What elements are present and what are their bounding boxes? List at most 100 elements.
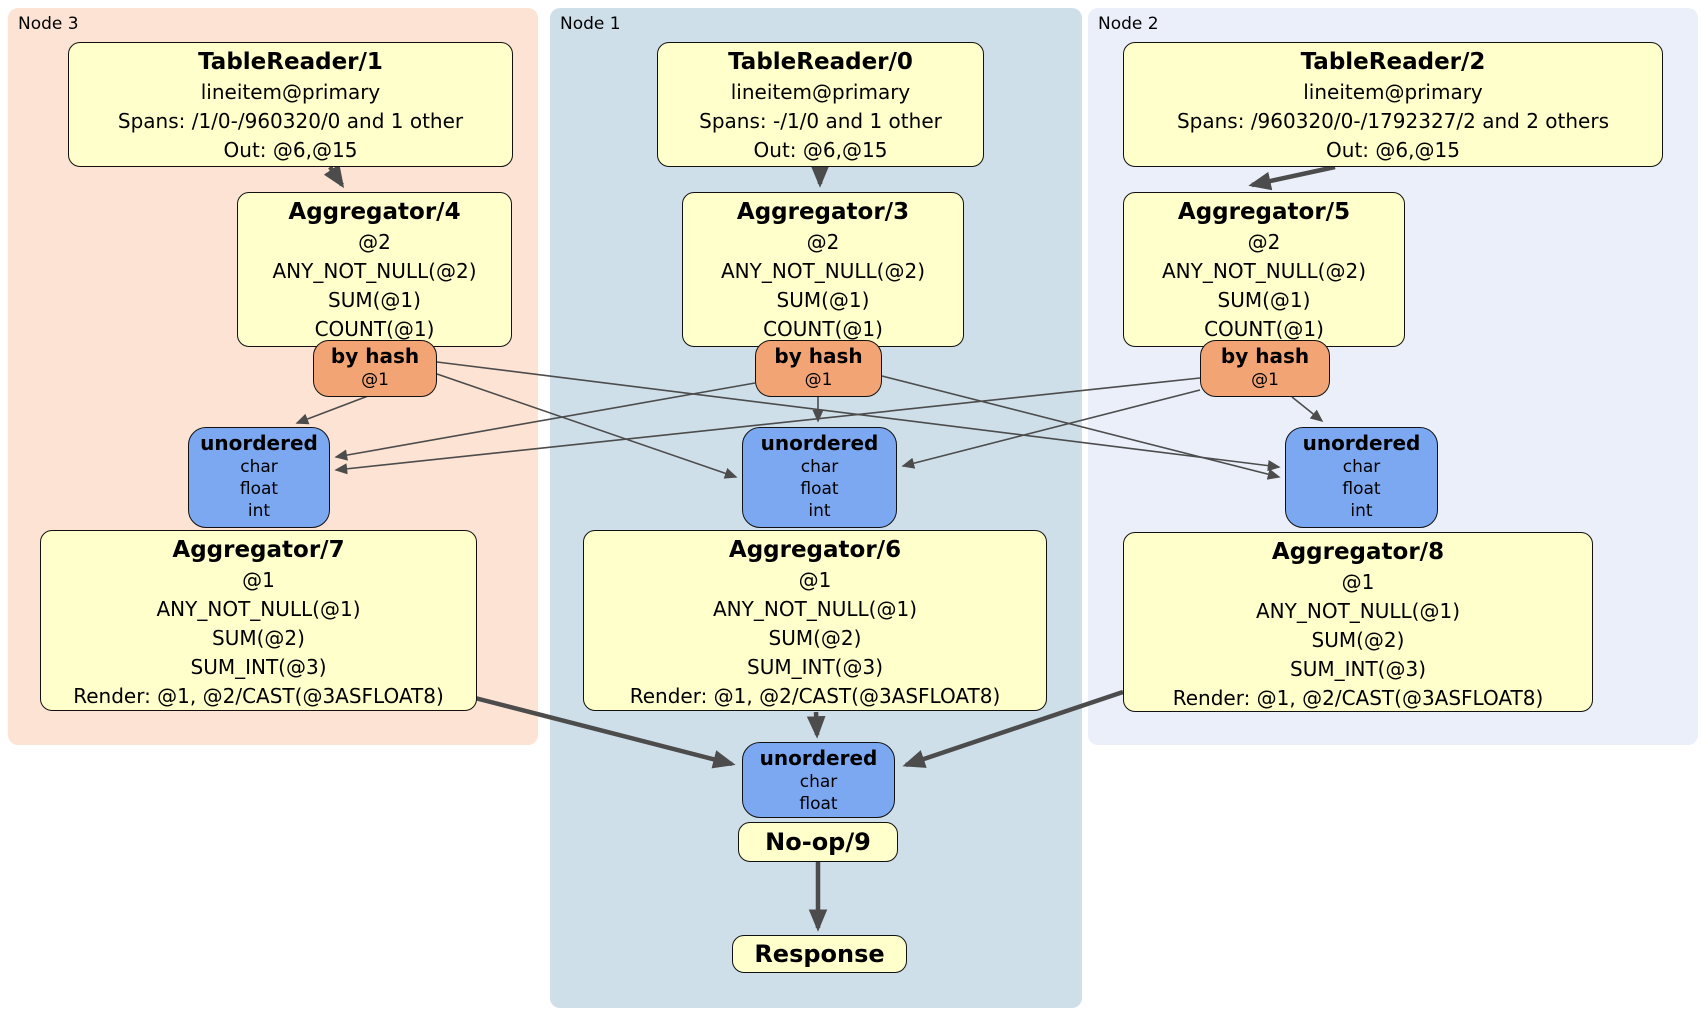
- node-detail: ANY_NOT_NULL(@1): [713, 597, 917, 621]
- node-panel-label: Node 3: [18, 14, 79, 34]
- node-title: TableReader/0: [728, 49, 913, 75]
- node-title: Aggregator/6: [728, 537, 902, 563]
- node-detail: ANY_NOT_NULL(@2): [272, 259, 477, 283]
- graph-node-tablereader-0: TableReader/0 lineitem@primary Spans: -/…: [657, 42, 984, 167]
- sync-detail: int: [808, 501, 831, 521]
- sync-unordered-3: unordered char float int: [188, 427, 330, 528]
- node-detail: lineitem@primary: [200, 80, 381, 104]
- node-title: Aggregator/3: [736, 199, 910, 225]
- edge-tablereader2-aggregator5: [1248, 164, 1336, 191]
- node-title: TableReader/2: [1300, 49, 1486, 75]
- edge-aggregator8-unordered-final: [902, 689, 1124, 768]
- node-title: Aggregator/5: [1177, 199, 1351, 225]
- node-detail: Out: @6,@15: [223, 138, 358, 162]
- node-detail: COUNT(@1): [1204, 317, 1324, 341]
- graph-node-aggregator-7: Aggregator/7 @1 ANY_NOT_NULL(@1) SUM(@2)…: [40, 530, 477, 711]
- node-detail: Spans: -/1/0 and 1 other: [699, 109, 942, 133]
- edge-tablereader1-aggregator4: [323, 164, 345, 189]
- node-detail: SUM_INT(@3): [190, 655, 327, 679]
- sync-detail: int: [247, 501, 271, 521]
- sync-title: unordered: [200, 431, 318, 455]
- node-detail: Render: @1, @2/CAST(@3ASFLOAT8): [73, 684, 444, 708]
- edge-aggregator7-unordered-final: [474, 695, 736, 769]
- graph-node-aggregator-8: Aggregator/8 @1 ANY_NOT_NULL(@1) SUM(@2)…: [1123, 532, 1593, 712]
- node-detail: @2: [358, 230, 391, 254]
- sync-detail: char: [799, 772, 838, 792]
- graph-node-tablereader-2: TableReader/2 lineitem@primary Spans: /9…: [1123, 42, 1663, 167]
- node-title: Aggregator/8: [1271, 539, 1445, 565]
- node-title: Response: [754, 940, 885, 968]
- node-detail: SUM_INT(@3): [747, 655, 883, 679]
- sync-title: unordered: [760, 431, 879, 455]
- sync-detail: float: [239, 479, 279, 499]
- edge-hash1-sync3: [334, 382, 756, 461]
- node-detail: ANY_NOT_NULL(@2): [721, 259, 925, 283]
- node-detail: @1: [1341, 570, 1375, 594]
- router-title: by hash: [330, 344, 420, 368]
- node-panel-label: Node 1: [560, 14, 621, 34]
- node-detail: SUM_INT(@3): [1290, 657, 1426, 681]
- node-title: TableReader/1: [198, 49, 383, 75]
- node-title: Aggregator/7: [172, 537, 345, 563]
- sync-title: unordered: [1302, 431, 1421, 455]
- sync-unordered-2: unordered char float int: [1285, 427, 1438, 528]
- router-title: by hash: [774, 344, 863, 368]
- node-detail: COUNT(@1): [763, 317, 883, 341]
- graph-node-noop-9: No-op/9: [738, 822, 898, 862]
- graph-node-aggregator-6: Aggregator/6 @1 ANY_NOT_NULL(@1) SUM(@2)…: [583, 530, 1047, 711]
- graph-node-aggregator-4: Aggregator/4 @2 ANY_NOT_NULL(@2) SUM(@1)…: [237, 192, 512, 347]
- node-detail: lineitem@primary: [1303, 80, 1483, 104]
- graph-node-response: Response: [732, 935, 907, 973]
- graph-node-tablereader-1: TableReader/1 lineitem@primary Spans: /1…: [68, 42, 513, 167]
- router-detail: @1: [1251, 370, 1279, 390]
- node-detail: SUM(@2): [768, 626, 862, 650]
- node-detail: lineitem@primary: [730, 80, 911, 104]
- node-detail: Spans: /1/0-/960320/0 and 1 other: [117, 109, 464, 133]
- node-detail: SUM(@2): [1311, 628, 1405, 652]
- sync-detail: char: [240, 457, 278, 477]
- node-detail: Render: @1, @2/CAST(@3ASFLOAT8): [1172, 686, 1544, 710]
- edge-hash3-sync1: [436, 373, 738, 479]
- edge-hash2-sync3: [334, 377, 1201, 475]
- edge-hash3-sync3: [295, 395, 369, 425]
- node-detail: Out: @6,@15: [1326, 138, 1460, 162]
- node-detail: ANY_NOT_NULL(@1): [156, 597, 361, 621]
- node-detail: SUM(@1): [328, 288, 421, 312]
- node-detail: @2: [1247, 230, 1281, 254]
- edge-hash1-sync2: [881, 375, 1281, 480]
- graph-node-aggregator-3: Aggregator/3 @2 ANY_NOT_NULL(@2) SUM(@1)…: [682, 192, 964, 347]
- node-detail: @2: [806, 230, 840, 254]
- sync-unordered-final: unordered char float: [742, 742, 895, 818]
- router-detail: @1: [804, 370, 833, 390]
- node-detail: ANY_NOT_NULL(@1): [1256, 599, 1460, 623]
- node-detail: SUM(@2): [212, 626, 305, 650]
- node-detail: @1: [798, 568, 832, 592]
- sync-title: unordered: [759, 746, 878, 770]
- sync-detail: int: [1350, 501, 1373, 521]
- sync-detail: float: [1342, 479, 1381, 499]
- sync-detail: float: [800, 479, 839, 499]
- node-detail: Render: @1, @2/CAST(@3ASFLOAT8): [629, 684, 1001, 708]
- edge-hash2-sync2: [1291, 396, 1324, 422]
- router-by-hash-2: by hash @1: [1200, 340, 1330, 397]
- router-by-hash-3: by hash @1: [313, 340, 437, 397]
- sync-detail: char: [800, 457, 839, 477]
- node-detail: SUM(@1): [776, 288, 870, 312]
- node-title: Aggregator/4: [288, 199, 461, 225]
- node-detail: COUNT(@1): [314, 317, 435, 341]
- sync-detail: char: [1342, 457, 1381, 477]
- router-title: by hash: [1220, 344, 1310, 368]
- node-detail: Spans: /960320/0-/1792327/2 and 2 others: [1176, 109, 1609, 133]
- edge-aggregator6-unordered-final: [806, 711, 826, 739]
- router-detail: @1: [361, 370, 389, 390]
- node-title: No-op/9: [765, 828, 871, 856]
- node-detail: @1: [242, 568, 275, 592]
- node-detail: ANY_NOT_NULL(@2): [1162, 259, 1366, 283]
- sync-detail: float: [799, 794, 838, 814]
- node-detail: SUM(@1): [1217, 288, 1311, 312]
- edge-hash2-sync1: [901, 389, 1201, 469]
- node-detail: Out: @6,@15: [753, 138, 888, 162]
- graph-node-aggregator-5: Aggregator/5 @2 ANY_NOT_NULL(@2) SUM(@1)…: [1123, 192, 1405, 347]
